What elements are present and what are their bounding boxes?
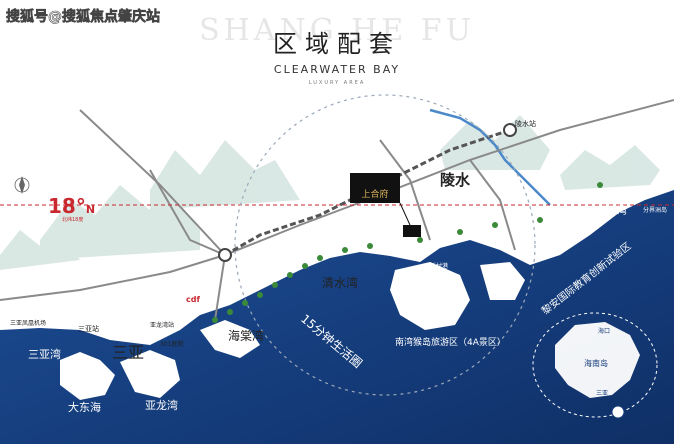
xincun-label: 新村港 bbox=[430, 262, 448, 270]
sanya-label: 三亚 bbox=[112, 343, 144, 362]
inset-sanya-label: 三亚 bbox=[596, 390, 608, 397]
yalongwan-label: 亚龙湾 bbox=[145, 398, 178, 412]
dadonghai-label: 大东海 bbox=[68, 400, 101, 414]
project-marker bbox=[350, 173, 421, 237]
sanya-station-marker bbox=[218, 248, 232, 262]
latitude-value: 18°N bbox=[48, 194, 95, 218]
nanwan-label: 南湾猴岛旅游区（4A景区） bbox=[395, 336, 506, 348]
lingshui-label: 陵水 bbox=[440, 171, 471, 189]
brand-name: CLEARWATER BAY bbox=[274, 63, 400, 76]
haitang-label: 海棠湾 bbox=[228, 328, 264, 343]
river bbox=[429, 108, 551, 206]
fenjie-label: 分界洲岛 bbox=[643, 206, 667, 214]
sanyawan-label: 三亚湾 bbox=[28, 347, 61, 361]
brand-sub: LUXURY AREA bbox=[309, 80, 366, 86]
cdf-label: cdf bbox=[186, 295, 200, 304]
lingshui-station-marker bbox=[503, 123, 517, 137]
life-circle bbox=[234, 94, 536, 396]
latitude-suffix: N bbox=[86, 203, 95, 216]
sanya-station-label: 三亚站 bbox=[78, 324, 99, 333]
page-title: 区域配套 bbox=[273, 30, 401, 58]
lingshui-station-label: 陵水站 bbox=[515, 119, 536, 128]
inset-haikou-label: 海口 bbox=[598, 327, 610, 335]
poi-markers bbox=[212, 182, 603, 323]
road-network bbox=[0, 99, 674, 321]
compass-icon bbox=[14, 176, 30, 194]
airport-label: 三亚凤凰机场 bbox=[10, 319, 46, 327]
hospital-301-label: 301医院 bbox=[160, 340, 183, 348]
qingshui-label: 清水湾 bbox=[322, 275, 358, 290]
latitude-degrees: 18° bbox=[48, 194, 86, 218]
project-label: 上合府 bbox=[361, 188, 388, 200]
mountain-range bbox=[0, 115, 660, 270]
header-bg-text: SHANG HE FU bbox=[199, 13, 475, 48]
xiangshuiwan-label: 香水湾 bbox=[597, 204, 627, 217]
coastal-land bbox=[60, 262, 525, 400]
latitude-note: 北纬18度 bbox=[62, 216, 83, 223]
hainan-inset bbox=[532, 312, 658, 419]
inset-hainan-label: 海南岛 bbox=[584, 358, 608, 368]
watermark: 搜狐号@搜狐焦点肇庆站 bbox=[6, 8, 160, 25]
yalong-station-label: 亚龙湾站 bbox=[150, 321, 174, 329]
